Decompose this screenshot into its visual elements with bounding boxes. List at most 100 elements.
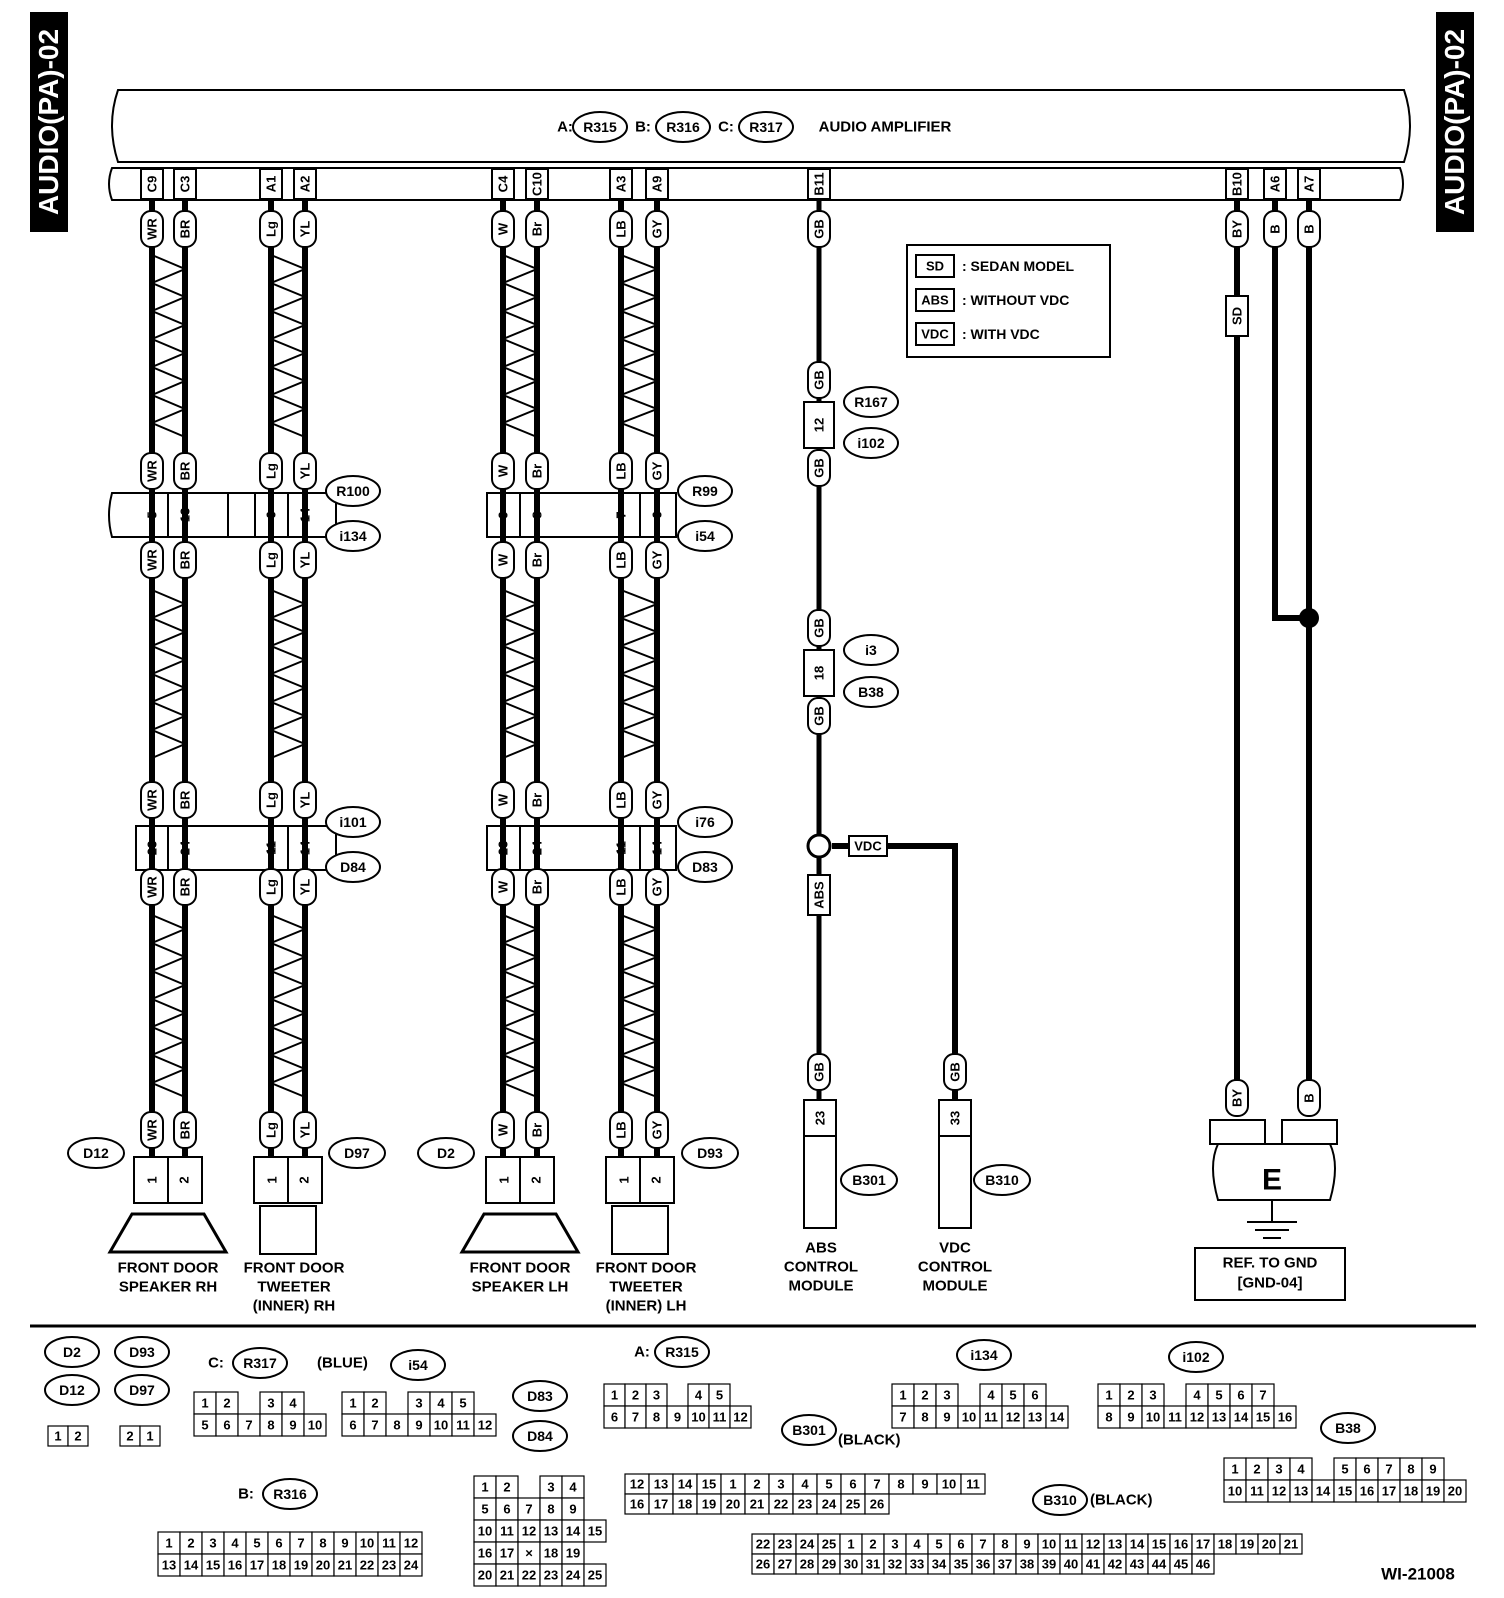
- wire-color-7-0-text: GY: [650, 219, 665, 238]
- wire-color-7-1-tag: [645, 452, 669, 490]
- face-d83-grid-pin-1-3: 8: [547, 1502, 554, 1517]
- face-b301-grid-cell-0-14: [960, 1473, 986, 1495]
- wire-pin-6-text: A3: [614, 176, 629, 193]
- wire-pin-5-text: C10: [530, 172, 545, 196]
- conn-i134-label: i134: [339, 528, 366, 544]
- face-i102-grid-pin-1-7: 15: [1256, 1410, 1270, 1425]
- face-r315-grid-pin-0-4: 4: [695, 1388, 703, 1403]
- conn-i101-oval: [325, 806, 381, 838]
- conn-d84-label: D84: [340, 859, 366, 875]
- wire-color-5-3-tag: [525, 781, 549, 819]
- wire-pin-4-box: [491, 168, 515, 200]
- wire-pin-2-box: [259, 168, 283, 200]
- ground-color-2-text: B: [1302, 224, 1317, 233]
- face-r315-grid-pin-1-0: 6: [611, 1410, 618, 1425]
- wire-inline2-3: 14: [298, 840, 313, 855]
- face-r317-grid-pin-1-1: 6: [223, 1418, 230, 1433]
- face-r315-grid-pin-1-6: 12: [733, 1410, 747, 1425]
- face-b310-grid-pin-0-22: 19: [1240, 1537, 1254, 1552]
- wire-pin-6-box: [609, 168, 633, 200]
- wire-color-0-4-text: WR: [145, 876, 160, 898]
- b301-body: [803, 1135, 837, 1229]
- wire-color-1-4-text: BR: [178, 877, 193, 896]
- face-r316-grid-pin-1-8: 21: [338, 1558, 352, 1573]
- face-b310-grid-pin-1-18: 44: [1152, 1557, 1167, 1572]
- face-b310-grid-pin-0-23: 20: [1262, 1537, 1276, 1552]
- wire-color-7-4-tag: [645, 868, 669, 906]
- ground-pin-2-text: A7: [1302, 176, 1317, 193]
- speaker-cone-2: [459, 1212, 581, 1254]
- face-r317-grid-pin-0-4: 4: [289, 1396, 297, 1411]
- wire-color-1-3-text: BR: [178, 790, 193, 809]
- conn-b38-label: B38: [858, 684, 884, 700]
- wire-color-5-3-text: Br: [530, 793, 545, 807]
- conn-d12-oval: [67, 1137, 125, 1169]
- face-b38-grid-pin-1-3: 13: [1294, 1484, 1308, 1499]
- face-b38-grid-pin-0-9: 9: [1429, 1462, 1436, 1477]
- face-r316-grid-pin-1-10: 23: [382, 1558, 396, 1573]
- face-b301-grid-pin-0-8: 5: [825, 1477, 832, 1492]
- face-b310-grid-pin-1-10: 36: [976, 1557, 990, 1572]
- face-b310-grid-pin-1-19: 45: [1174, 1557, 1188, 1572]
- face-b301-grid-pin-1-0: 16: [630, 1497, 644, 1512]
- ground-pin-0-box: [1225, 168, 1249, 200]
- conn-d93-label: D93: [697, 1145, 723, 1161]
- face-i102-grid-pin-1-2: 10: [1146, 1410, 1160, 1425]
- face-d83-grid-cell-2-5: [583, 1519, 607, 1543]
- face-i102-grid-cell-1-8: [1273, 1405, 1297, 1429]
- face-d2-grid-pin-0-0: 1: [54, 1429, 61, 1444]
- face-i134-grid-pin-1-3: 10: [962, 1410, 976, 1425]
- face-b301-grid-pin-0-2: 14: [678, 1477, 693, 1492]
- center-splice: [806, 833, 832, 859]
- wire-color-5-1-tag: [525, 452, 549, 490]
- component-caption-1-line3: (INNER) RH: [253, 1298, 336, 1315]
- face-b38-grid-pin-0-2: 3: [1275, 1462, 1282, 1477]
- face-i102-grid-pin-0-2: 3: [1149, 1388, 1156, 1403]
- face-d97-grid-cell-0-1: [139, 1425, 161, 1447]
- center-color-2-text: GB: [812, 458, 827, 478]
- face-b38-grid-pin-1-8: 18: [1404, 1484, 1418, 1499]
- wire-inline2-4: 23: [496, 841, 511, 855]
- face-b301-grid-pin-0-13: 10: [942, 1477, 956, 1492]
- wire-color-1-4-tag: [173, 868, 197, 906]
- wire-pin-0-text: C9: [145, 176, 160, 193]
- wire-pin-3-text: A2: [298, 176, 313, 193]
- face-b310-grid-pin-0-4: 1: [847, 1537, 854, 1552]
- face-r317-oval: [232, 1347, 288, 1379]
- face-i134-grid-pin-1-1: 8: [921, 1410, 928, 1425]
- component-caption-4-line1: ABS: [805, 1240, 837, 1257]
- twist-top-2: [500, 254, 540, 438]
- face-r315-grid-pin-1-2: 8: [653, 1410, 660, 1425]
- face-i54-grid-pin-1-0: 6: [349, 1418, 356, 1433]
- face-d93-label: D93: [129, 1344, 155, 1360]
- face-d83-grid-pin-4-3: 23: [544, 1568, 558, 1583]
- wire-inline2-5: 24: [530, 840, 545, 855]
- face-b310-color: (BLACK): [1090, 1492, 1152, 1509]
- conn-b38-oval: [843, 676, 899, 708]
- amp-title: AUDIO AMPLIFIER: [819, 119, 952, 136]
- face-i102-grid-pin-1-6: 14: [1234, 1410, 1249, 1425]
- face-b310-label: B310: [1043, 1492, 1077, 1508]
- wire-color-4-1-text: W: [496, 464, 511, 477]
- wire-color-1-2-tag: [173, 541, 197, 579]
- center-color-0-text: GB: [812, 219, 827, 239]
- speaker-cone-0: [107, 1212, 229, 1254]
- face-b38-grid-pin-1-10: 20: [1448, 1484, 1462, 1499]
- ground-color-end-0-tag: [1225, 1079, 1249, 1117]
- ref-gnd-line1: REF. TO GND: [1223, 1255, 1318, 1272]
- face-i134-grid-pin-0-6: 6: [1031, 1388, 1038, 1403]
- face-b310-grid-pin-1-17: 43: [1130, 1557, 1144, 1572]
- wire-color-5-5-tag: [525, 1111, 549, 1149]
- wire-color-4-4-tag: [491, 868, 515, 906]
- conn-i134-oval: [325, 520, 381, 552]
- ground-color-end-0-text: BY: [1230, 1089, 1245, 1107]
- face-b301-grid-pin-1-2: 18: [678, 1497, 692, 1512]
- face-b310-grid-pin-1-5: 31: [866, 1557, 880, 1572]
- face-i134-grid-pin-1-0: 7: [899, 1410, 906, 1425]
- face-r316-grid-pin-0-11: 12: [404, 1536, 418, 1551]
- face-i54-grid-pin-1-2: 8: [393, 1418, 400, 1433]
- face-i134-grid-pin-1-7: 14: [1050, 1410, 1065, 1425]
- face-d83-grid-pin-2-2: 12: [522, 1524, 536, 1539]
- component-caption-0-line2: SPEAKER RH: [119, 1279, 217, 1296]
- face-b310-grid-pin-0-15: 12: [1086, 1537, 1100, 1552]
